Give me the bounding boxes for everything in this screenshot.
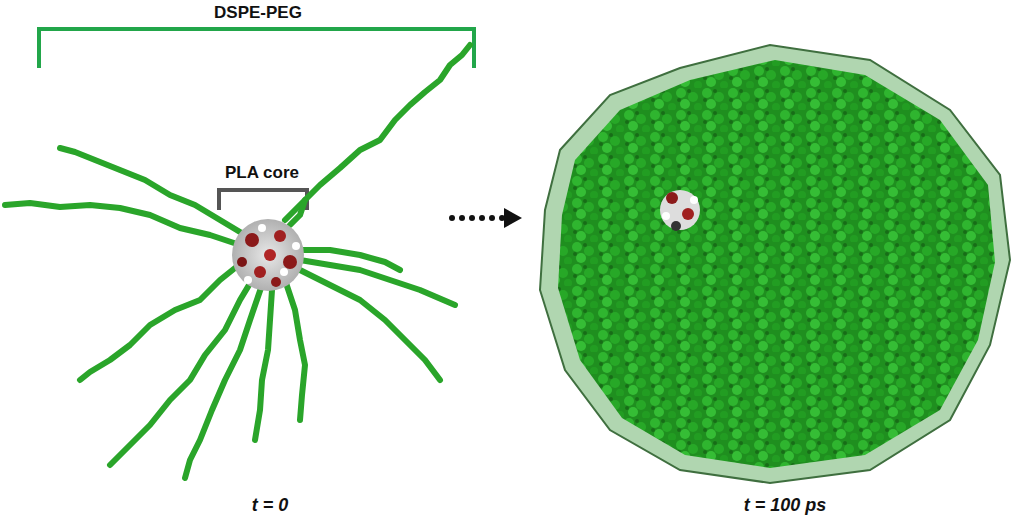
- bracket-label: DSPE-PEG: [214, 4, 302, 23]
- collapsed-particle: [540, 45, 1010, 483]
- peg-chains: [5, 45, 470, 478]
- time-label: t = 0: [252, 496, 289, 516]
- bracket: [39, 29, 474, 68]
- dotted-arrow: [449, 208, 522, 228]
- time-label: t = 100 ps: [744, 496, 827, 516]
- bracket-label: PLA core: [225, 164, 299, 183]
- pla-core: [232, 219, 304, 291]
